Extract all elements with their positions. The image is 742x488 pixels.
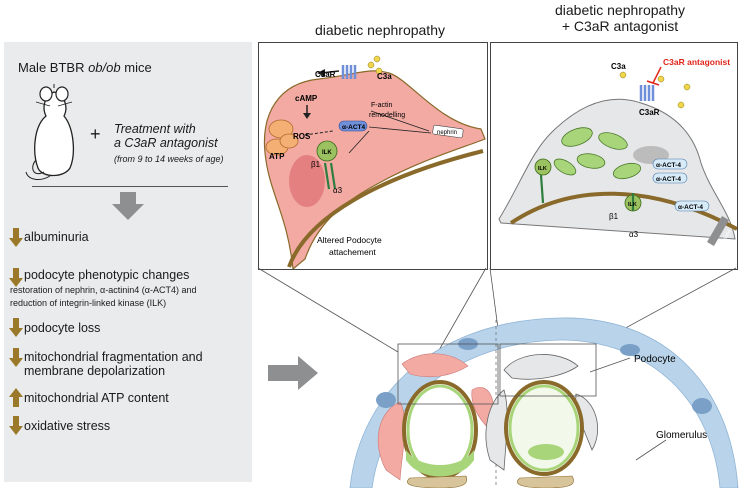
podocyte-dn-illustration: C3aR C3a cAMP F-actin remodelling ROS α-…	[263, 55, 486, 269]
right-arrow-icon	[268, 356, 318, 390]
dn-alpha3-label: α3	[333, 186, 343, 195]
dnc-title: diabetic nephropathy+ C3aR antagonist	[555, 2, 685, 34]
dnc-panel: C3aR antagonist C3a C3aR α-ACT-4 α-ACT-4…	[490, 42, 738, 270]
dnc-act4-2: α-ACT-4	[656, 176, 681, 183]
dn-caption-1: Altered Podocyte	[317, 235, 382, 245]
effect-podocyte-detail-1: restoration of nephrin, α-actinin4 (α-AC…	[10, 285, 197, 295]
dn-remodelling-label: remodelling	[369, 112, 405, 119]
down-arrow-icon	[112, 192, 144, 220]
dn-act4-label: α-ACT4	[342, 124, 366, 131]
treatment-age: (from 9 to 14 weeks of age)	[114, 154, 224, 164]
dnc-beta1-label: β1	[609, 212, 619, 221]
down-arrow-icon	[9, 348, 23, 367]
dnc-antagonist-label: C3aR antagonist	[663, 57, 730, 67]
effect-albuminuria: albuminuria	[24, 230, 89, 244]
podocyte-label: Podocyte	[634, 354, 676, 365]
effect-oxidative-stress: oxidative stress	[24, 419, 111, 433]
dn-title: diabetic nephropathy	[315, 22, 445, 38]
dnc-ilk-1: ILK	[538, 166, 547, 172]
effect-podocyte-loss: podocyte loss	[24, 321, 101, 335]
effect-podocyte-detail-2: reduction of integrin-linked kinase (ILK…	[10, 298, 167, 308]
dnc-c3a-label: C3a	[611, 62, 626, 71]
mouse-illustration	[25, 84, 75, 180]
down-arrow-icon	[9, 318, 23, 337]
effect-atp-content: mitochondrial ATP content	[24, 391, 169, 405]
dnc-act4-1: α-ACT-4	[656, 162, 681, 169]
dnc-ilk-2: ILK	[628, 202, 637, 208]
podocyte-treated-illustration: C3aR antagonist C3a C3aR α-ACT-4 α-ACT-4…	[498, 57, 737, 260]
plus-sign: +	[90, 124, 101, 144]
dn-ilk-label: ILK	[322, 150, 332, 156]
dn-beta1-label: β1	[311, 160, 321, 169]
mice-label: Male BTBR ob/ob mice	[18, 60, 152, 75]
glomerulus-label: Glomerulus	[656, 430, 707, 441]
dn-c3a-label: C3a	[377, 72, 392, 81]
dn-ros-label: ROS	[293, 132, 311, 141]
dnc-alpha3-label: α3	[629, 230, 639, 239]
divider	[32, 186, 228, 187]
dn-nephrin-label: nephrin	[437, 130, 457, 136]
down-arrow-icon	[9, 228, 23, 247]
dn-panel: C3aR C3a cAMP F-actin remodelling ROS α-…	[258, 42, 488, 270]
dn-factin-label: F-actin	[371, 102, 393, 109]
effect-podocyte-phenotype: podocyte phenotypic changes	[24, 268, 190, 282]
dn-camp-label: cAMP	[295, 94, 318, 103]
up-arrow-icon	[9, 388, 23, 407]
down-arrow-icon	[9, 416, 23, 435]
dn-caption-2: attachement	[329, 247, 376, 257]
dn-c3ar-label: C3aR	[315, 70, 336, 79]
dn-atp-label: ATP	[269, 152, 285, 161]
down-arrow-icon	[9, 268, 23, 287]
dnc-act4-3: α-ACT-4	[678, 204, 703, 211]
glomerulus-illustration: Podocyte Glomerulus	[349, 317, 739, 488]
dnc-c3ar-label: C3aR	[639, 108, 660, 117]
